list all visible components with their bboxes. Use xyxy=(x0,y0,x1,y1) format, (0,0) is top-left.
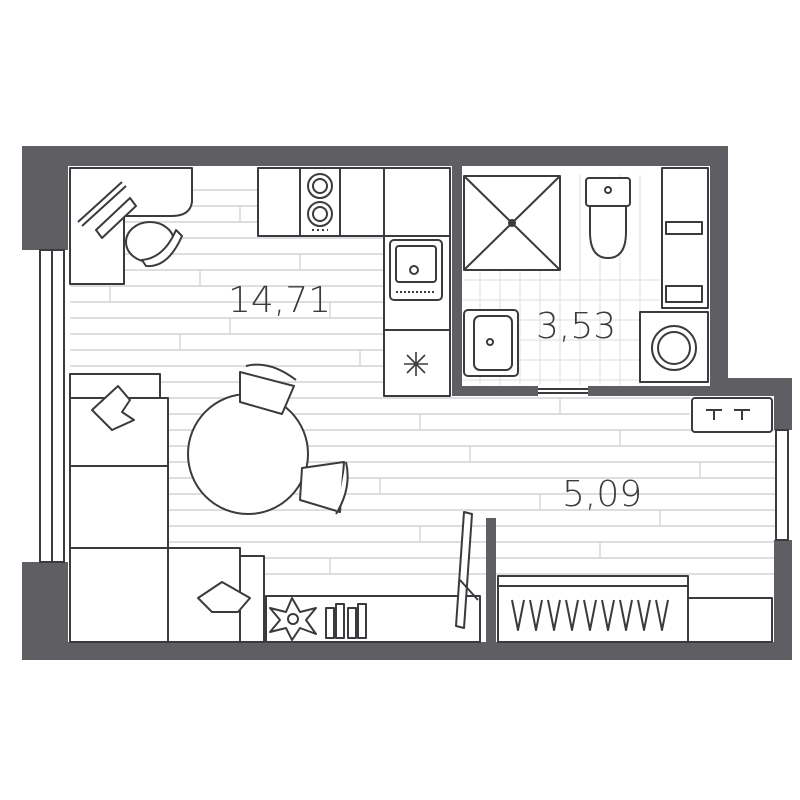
windows xyxy=(39,249,789,563)
plant-icon xyxy=(269,597,317,641)
sink-icon xyxy=(389,239,443,301)
walls xyxy=(22,146,792,660)
room-area-living: 14,71 xyxy=(228,280,331,321)
pillow-icon xyxy=(197,581,251,613)
wall-right-lower xyxy=(774,540,792,660)
toilet-icon xyxy=(585,177,631,259)
bathroom-door xyxy=(538,388,588,394)
bathroom-tiles xyxy=(463,175,660,385)
wall-wardrobe-divider xyxy=(486,518,496,648)
room-area-hallway: 5,09 xyxy=(562,474,642,515)
washbasin-icon xyxy=(463,309,519,377)
pillow-icon xyxy=(91,385,135,431)
window-right xyxy=(775,429,789,541)
kitchen-counter xyxy=(257,167,451,237)
room-area-bathroom: 3,53 xyxy=(536,306,616,347)
chair-icon xyxy=(299,461,349,515)
tv-icon xyxy=(455,511,473,629)
wall-top xyxy=(22,146,728,166)
wall-right-upper xyxy=(774,378,792,430)
washing-machine-icon xyxy=(639,311,709,383)
wall-bath-bottom xyxy=(452,386,538,396)
desk-icon xyxy=(69,167,193,285)
office-chair-icon xyxy=(125,221,183,268)
cooktop-icon xyxy=(307,173,333,231)
sofa-icon xyxy=(69,373,265,643)
round-table-icon xyxy=(187,393,309,515)
furniture xyxy=(69,167,773,643)
books-icon xyxy=(325,603,367,639)
shower-icon xyxy=(463,175,561,271)
coat-rack-icon xyxy=(691,397,773,433)
wall-right-bath xyxy=(710,146,728,384)
wall-bath-left xyxy=(452,166,462,396)
wall-bath-bottom-2 xyxy=(588,386,716,396)
laptop-icon xyxy=(77,181,127,227)
chair-icon xyxy=(239,363,297,415)
wardrobe-icon xyxy=(497,575,773,643)
wall-left-upper xyxy=(22,146,68,250)
wall-bottom xyxy=(22,642,792,660)
wall-step xyxy=(710,378,792,396)
fridge-icon xyxy=(404,352,428,376)
bathtub-shelf-icon xyxy=(661,167,709,309)
